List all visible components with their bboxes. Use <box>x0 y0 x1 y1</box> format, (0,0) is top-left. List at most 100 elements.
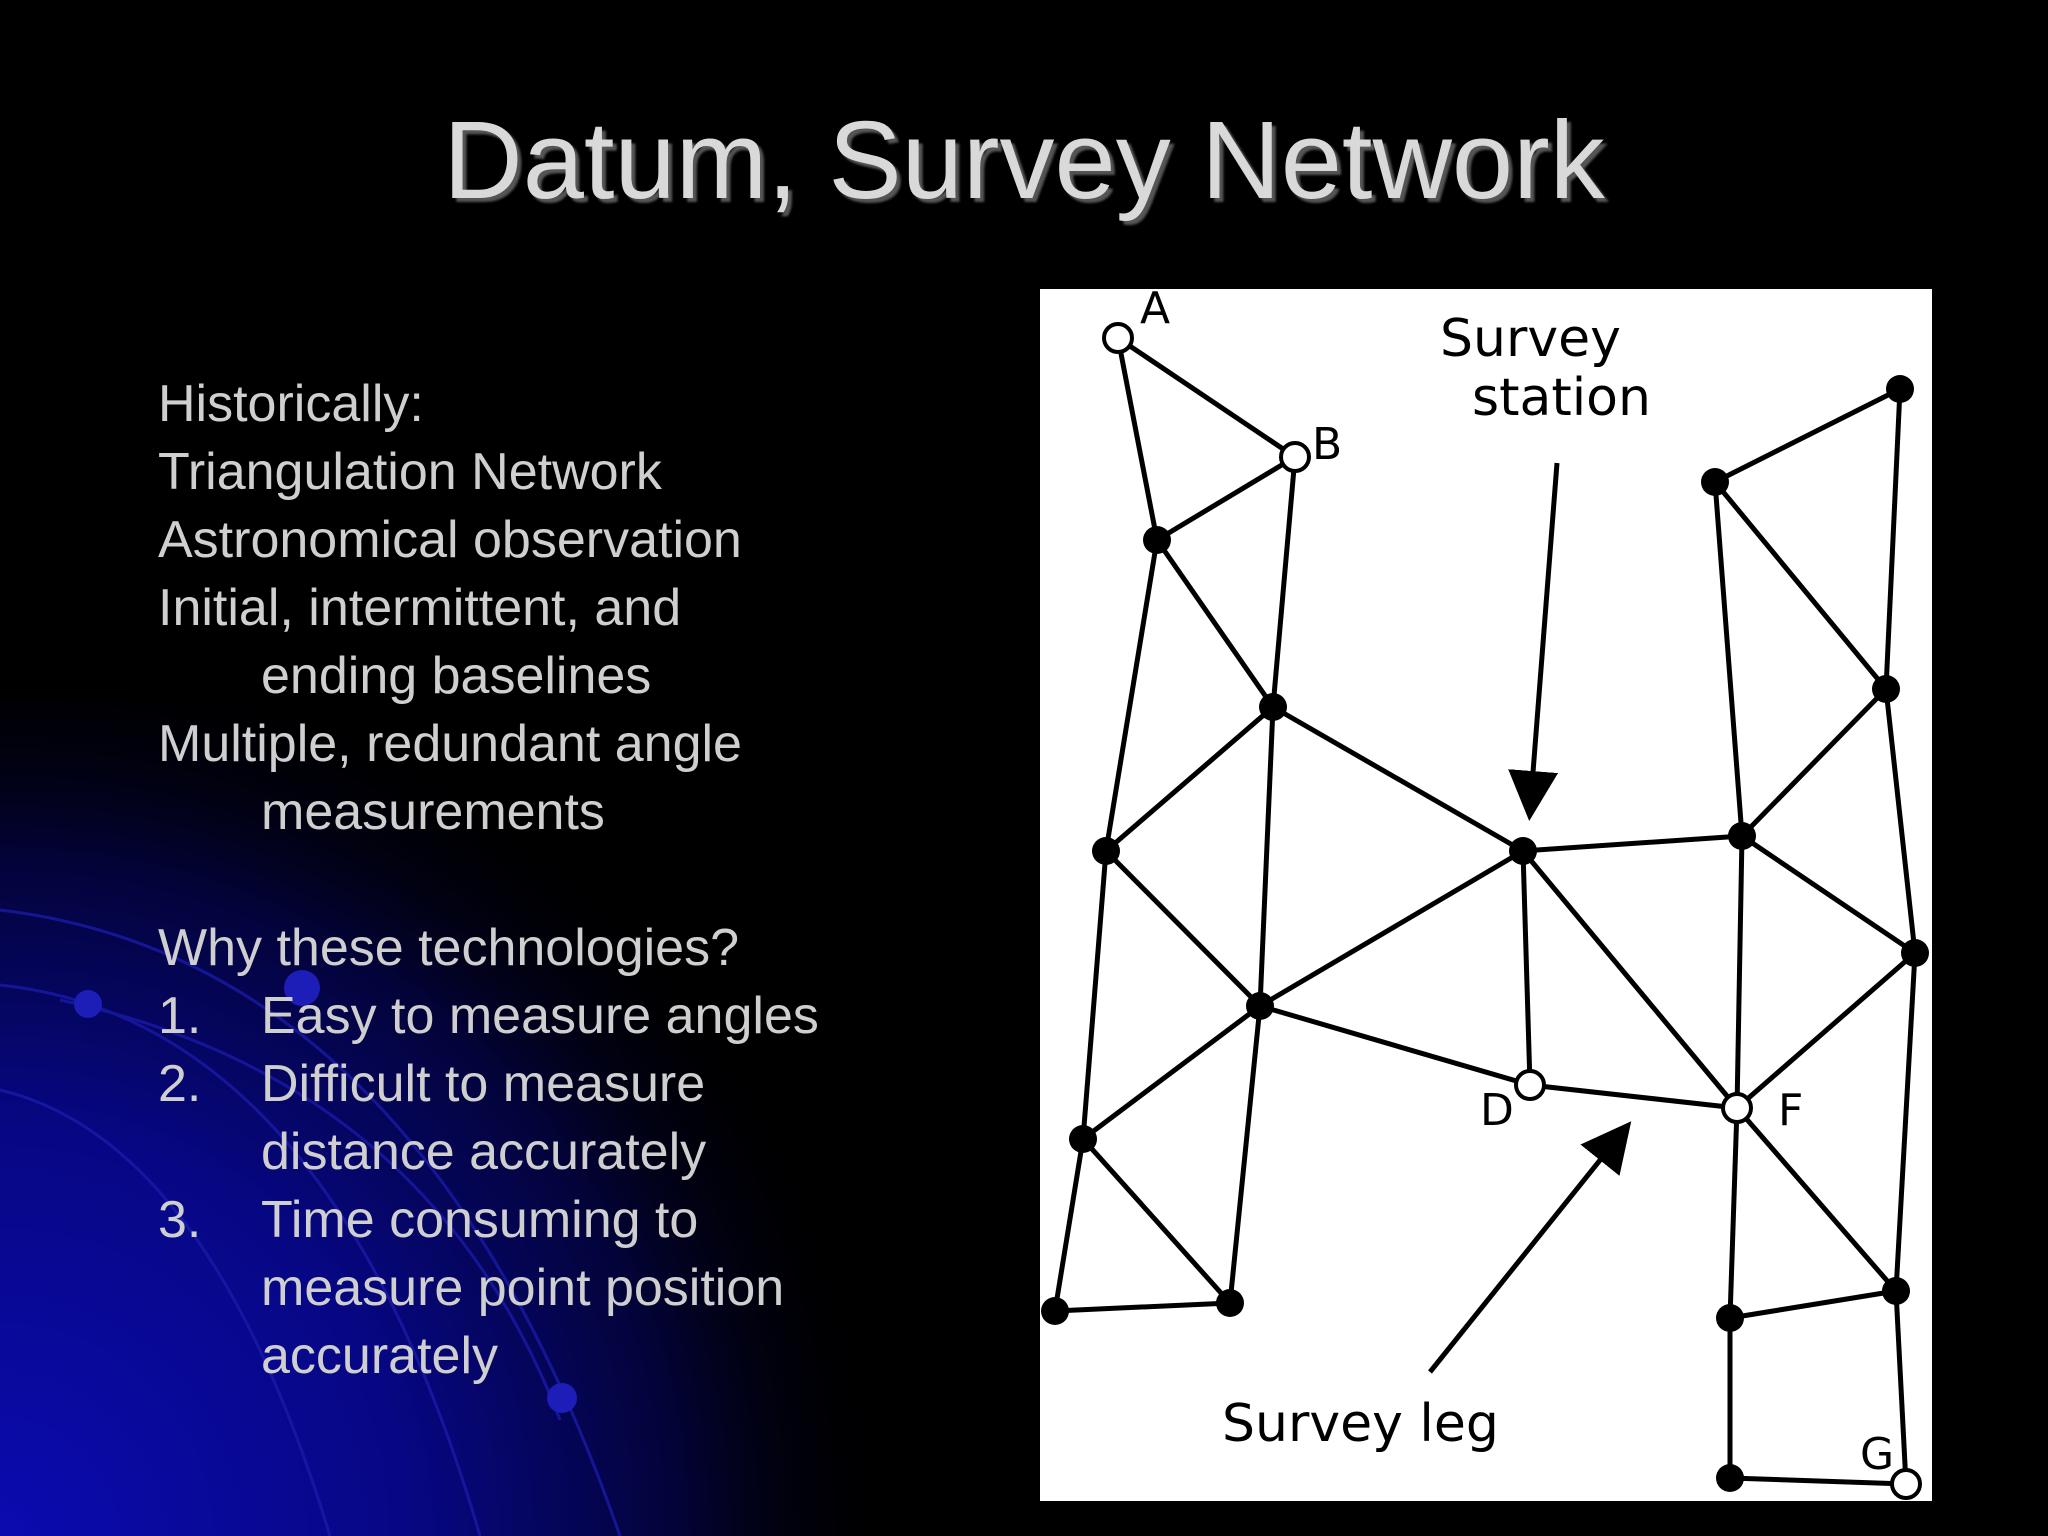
reason-number: 1. <box>158 987 202 1045</box>
survey-station <box>1728 822 1756 850</box>
survey-leg <box>1734 950 1918 1111</box>
survey-leg <box>1893 1288 1909 1487</box>
history-item: Triangulation Network <box>158 443 662 501</box>
label-f: F <box>1778 1085 1803 1136</box>
survey-leg <box>1103 704 1276 854</box>
survey-leg <box>1227 1003 1263 1306</box>
arc-dot <box>547 1383 577 1413</box>
survey-leg <box>1734 1105 1899 1294</box>
history-item-continued: ending baselines <box>261 647 652 705</box>
reason-item: 2. Difficult to measure distance accurat… <box>158 1050 1018 1186</box>
survey-station <box>1246 992 1274 1020</box>
survey-leg <box>1257 1003 1533 1088</box>
arc-line <box>0 1088 332 1536</box>
survey-leg <box>1520 848 1533 1088</box>
reason-text: measure point position <box>261 1259 785 1317</box>
history-item: Astronomical observation <box>158 511 742 569</box>
reason-text: distance accurately <box>261 1123 707 1181</box>
survey-leg <box>1712 479 1745 839</box>
slide-title: Datum, Survey Network <box>443 99 1605 222</box>
paragraph-spacer <box>158 846 1018 914</box>
reason-text: Difficult to measure <box>261 1055 706 1113</box>
survey-station <box>1716 1304 1744 1332</box>
station-b-marker <box>1279 441 1311 473</box>
question-heading: Why these technologies? <box>158 919 740 977</box>
survey-station-label: Survey <box>1440 309 1621 369</box>
survey-station <box>1509 837 1537 865</box>
label-a: A <box>1140 289 1170 334</box>
survey-leg <box>1883 386 1903 692</box>
survey-station <box>1872 675 1900 703</box>
reason-text: accurately <box>261 1327 498 1385</box>
survey-leg <box>1893 950 1918 1294</box>
leg-arrow <box>1428 1121 1632 1374</box>
survey-leg <box>1727 1288 1899 1321</box>
arc-line <box>0 908 622 1536</box>
station-f-marker <box>1721 1092 1753 1124</box>
survey-leg <box>1883 686 1918 956</box>
arc-dot <box>74 990 102 1018</box>
survey-leg <box>1080 1003 1263 1142</box>
station-g-marker <box>1890 1468 1922 1500</box>
reason-item: 3. Time consuming to measure point posit… <box>158 1186 1018 1390</box>
survey-station <box>1069 1125 1097 1153</box>
survey-leg <box>1270 454 1298 710</box>
network-drawing: A B D F G Survey station Survey leg <box>1041 289 1929 1500</box>
label-b: B <box>1312 419 1342 470</box>
survey-leg <box>1154 537 1276 710</box>
station-d-marker <box>1514 1069 1546 1101</box>
survey-leg <box>1154 454 1298 543</box>
bullet-text-block: Historically: Triangulation Network Astr… <box>158 370 1018 1390</box>
survey-network-diagram: A B D F G Survey station Survey leg <box>1040 289 1932 1501</box>
survey-leg <box>1052 1300 1233 1314</box>
history-item-continued: measurements <box>261 783 605 841</box>
survey-leg <box>1712 479 1889 692</box>
reason-text: Easy to measure angles <box>261 987 819 1045</box>
history-item: Multiple, redundant angle <box>158 715 742 773</box>
reason-number: 2. <box>158 1055 202 1113</box>
station-arrow <box>1508 462 1560 821</box>
survey-station <box>1041 1297 1069 1325</box>
survey-leg <box>1734 833 1745 1111</box>
reason-item: 1. Easy to measure angles <box>158 982 1018 1050</box>
label-d: D <box>1480 1085 1514 1136</box>
blue-glow <box>0 700 1000 1536</box>
survey-station <box>1701 468 1729 496</box>
station-a-marker <box>1102 322 1134 354</box>
survey-leg <box>1103 537 1160 854</box>
survey-leg-label: Survey leg <box>1222 1394 1499 1454</box>
survey-leg <box>1080 1136 1233 1306</box>
history-heading: Historically: <box>158 375 424 433</box>
survey-station <box>1216 1289 1244 1317</box>
survey-leg <box>1103 848 1263 1009</box>
arc-dot <box>284 970 320 1006</box>
survey-leg <box>1739 833 1918 956</box>
survey-leg <box>1739 686 1889 839</box>
survey-leg <box>1527 1082 1740 1111</box>
survey-leg <box>1115 335 1298 460</box>
survey-station <box>1092 837 1120 865</box>
survey-leg <box>1115 335 1160 543</box>
reason-number: 3. <box>158 1191 202 1249</box>
survey-station <box>1882 1277 1910 1305</box>
survey-leg <box>1520 833 1745 854</box>
survey-leg <box>1257 704 1276 1009</box>
arc-line <box>59 998 562 1421</box>
survey-station <box>1901 939 1929 967</box>
reason-text: Time consuming to <box>261 1191 699 1249</box>
survey-station <box>1143 526 1171 554</box>
survey-leg <box>1727 1105 1740 1321</box>
survey-leg <box>1520 848 1740 1111</box>
history-item: Initial, intermittent, and <box>158 579 682 637</box>
survey-station <box>1259 693 1287 721</box>
survey-station-label: station <box>1472 368 1651 428</box>
survey-leg <box>1727 1475 1909 1487</box>
survey-leg <box>1052 1136 1086 1314</box>
survey-leg <box>1080 848 1109 1142</box>
survey-station <box>1716 1464 1744 1492</box>
survey-leg <box>1712 386 1903 485</box>
survey-leg <box>1270 704 1526 854</box>
survey-leg <box>1257 848 1526 1009</box>
label-g: G <box>1860 1429 1894 1480</box>
survey-station <box>1886 375 1914 403</box>
